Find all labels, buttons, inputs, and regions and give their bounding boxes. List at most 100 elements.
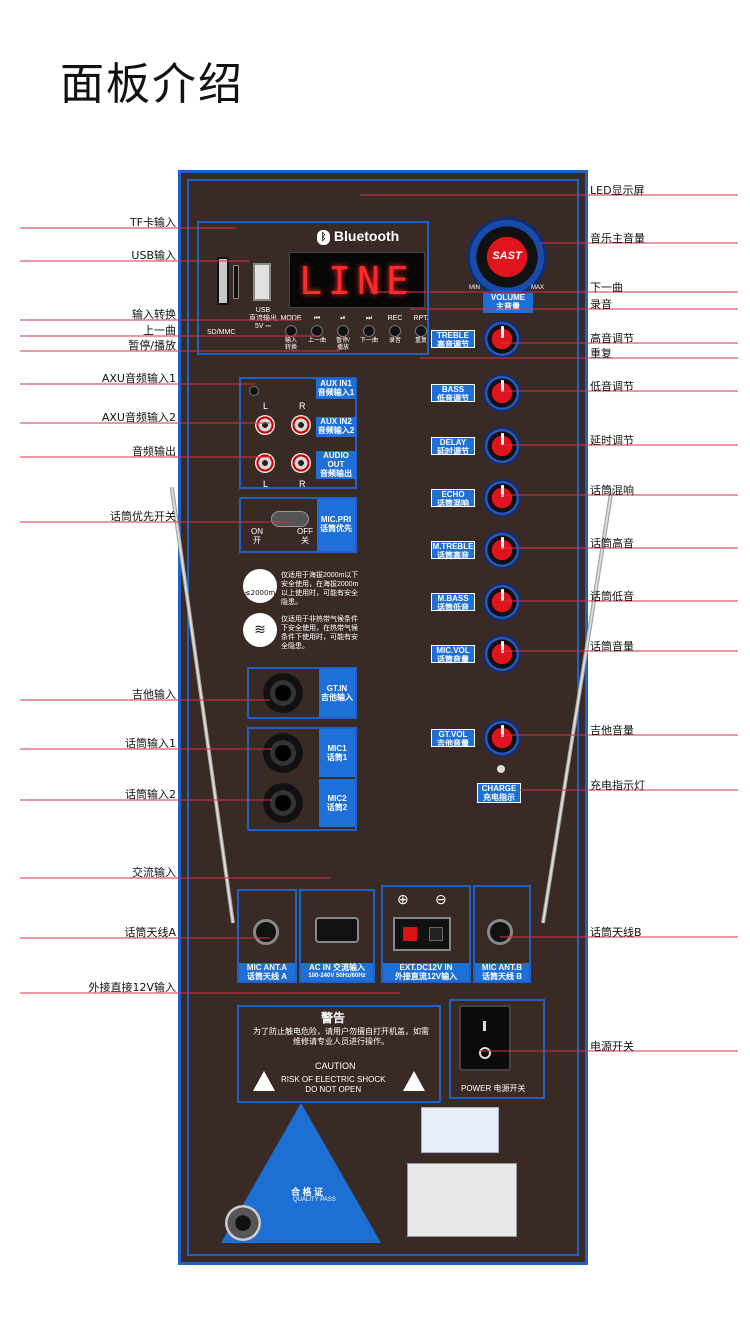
annotation-label-left: 外接直接12V输入 bbox=[88, 981, 176, 994]
annotation-label-right: 充电指示灯 bbox=[590, 779, 645, 792]
brand-logo: SAST bbox=[492, 250, 522, 262]
ext-dc-code: EXT.DC12V IN bbox=[399, 963, 453, 972]
adjust-knob[interactable] bbox=[483, 531, 521, 569]
aux-in2-r-label: R bbox=[299, 401, 306, 411]
bluetooth-icon: ᛒ bbox=[317, 229, 330, 245]
aux-in1-jack[interactable] bbox=[249, 386, 259, 396]
aux-in2-code: AUX IN2 bbox=[320, 417, 352, 426]
mic-ant-a-code: MIC ANT.A bbox=[246, 963, 288, 972]
annotation-label-right: 延时调节 bbox=[590, 434, 634, 447]
annotation-label-left: 话筒输入1 bbox=[125, 737, 176, 750]
mic1-cn: 话筒1 bbox=[326, 753, 348, 762]
player-button[interactable] bbox=[389, 325, 401, 337]
power-switch-module bbox=[449, 999, 545, 1099]
caution-text: RISK OF ELECTRIC SHOCK DO NOT OPEN bbox=[281, 1075, 386, 1094]
ac-in-code: AC IN 交流输入 bbox=[309, 963, 365, 972]
mic-antenna-a-connector[interactable] bbox=[253, 919, 279, 945]
mic-antenna-b-connector[interactable] bbox=[487, 919, 513, 945]
gt-in-cn: 吉他输入 bbox=[321, 693, 353, 702]
annotation-label-right: 话筒高音 bbox=[590, 537, 634, 550]
adjust-knob[interactable] bbox=[483, 635, 521, 673]
adjust-knob[interactable] bbox=[483, 719, 521, 757]
qc-title: 合 格 证 bbox=[291, 1187, 324, 1197]
annotation-label-left: 话筒天线A bbox=[124, 926, 176, 939]
panel-inner-border bbox=[187, 179, 579, 1256]
aux-in1-tag: AUX IN1 音频输入1 bbox=[316, 379, 356, 399]
aux-in2-tag: AUX IN2 音频输入2 bbox=[316, 417, 356, 437]
player-button[interactable] bbox=[415, 325, 427, 337]
annotation-label-right: 重复 bbox=[590, 347, 612, 360]
warning-text: 为了防止触电危险，请用户勿擅自打开机盖，如需维修请专业人员进行操作。 bbox=[253, 1027, 429, 1046]
mic1-input-jack[interactable] bbox=[263, 733, 303, 773]
knob-tag-cn: 高音调节 bbox=[437, 340, 469, 349]
annotation-label-right: 音乐主音量 bbox=[590, 232, 645, 245]
knob-tag-cn: 延时调节 bbox=[437, 447, 469, 456]
mic-pri-off-label: OFF 关 bbox=[297, 527, 313, 545]
annotation-label-left: 上一曲 bbox=[143, 324, 176, 337]
player-button-code: MODE bbox=[280, 315, 302, 322]
ac-input-socket[interactable] bbox=[315, 917, 359, 943]
audio-out-left-jack[interactable] bbox=[255, 453, 275, 473]
adjust-knob[interactable] bbox=[483, 427, 521, 465]
player-button-code: ⏭ bbox=[365, 315, 373, 322]
aux-in2-right-jack[interactable] bbox=[291, 415, 311, 435]
mic-priority-switch[interactable] bbox=[271, 511, 309, 527]
player-button[interactable] bbox=[337, 325, 349, 337]
mic2-tag: MIC2 话筒2 bbox=[319, 779, 355, 827]
positive-clip[interactable] bbox=[403, 927, 417, 941]
knob-tag-cn: 话筒高音 bbox=[437, 551, 469, 560]
power-on-mark bbox=[483, 1021, 486, 1031]
aux-in2-l-label: L bbox=[263, 401, 269, 411]
adjust-knob[interactable] bbox=[483, 583, 521, 621]
main-volume-knob[interactable]: SAST bbox=[467, 217, 547, 297]
power-rocker-switch[interactable] bbox=[459, 1005, 511, 1071]
knob-tag-cn: 吉他音量 bbox=[437, 739, 469, 748]
speaker-cone-graphic bbox=[225, 1205, 261, 1241]
knob-tag-code: MIC.VOL bbox=[436, 646, 470, 655]
mic-ant-b-cn: 话筒天线 B bbox=[482, 972, 522, 981]
aux-in1-code: AUX IN1 bbox=[320, 379, 352, 388]
audio-out-right-jack[interactable] bbox=[291, 453, 311, 473]
aux-in2-left-jack[interactable] bbox=[255, 415, 275, 435]
mic2-code: MIC2 bbox=[327, 794, 347, 803]
annotation-label-right: LED显示屏 bbox=[590, 184, 645, 197]
mic-input-module bbox=[247, 727, 357, 831]
minus-terminal-label: ⊖ bbox=[435, 891, 447, 907]
caution-heading: CAUTION bbox=[315, 1061, 356, 1071]
power-cn: 电源开关 bbox=[493, 1084, 526, 1093]
player-button-code: ⏯ bbox=[340, 315, 346, 322]
tf-card-slot[interactable] bbox=[217, 257, 229, 305]
power-off-mark bbox=[479, 1047, 491, 1059]
ext-dc-module bbox=[381, 885, 471, 983]
annotation-label-right: 吉他音量 bbox=[590, 724, 634, 737]
adjust-knob[interactable] bbox=[483, 374, 521, 412]
altitude-icon: ≤2000m bbox=[243, 569, 277, 603]
usb-label: USB 直流输出 5V ⎓ bbox=[249, 307, 277, 330]
min-label: MIN bbox=[469, 285, 480, 291]
usb-port[interactable] bbox=[253, 263, 271, 301]
annotation-label-right: 话筒混响 bbox=[590, 484, 634, 497]
ext-dc-terminal[interactable] bbox=[393, 917, 451, 951]
player-button-code: ⏮ bbox=[313, 315, 321, 322]
adjust-knob[interactable] bbox=[483, 479, 521, 517]
sd-card-icon bbox=[233, 265, 239, 299]
charge-tag-code: CHARGE bbox=[481, 784, 517, 793]
player-button[interactable] bbox=[363, 325, 375, 337]
guitar-input-jack[interactable] bbox=[263, 673, 303, 713]
knob-tag-code: ECHO bbox=[441, 490, 465, 499]
media-player-module bbox=[197, 221, 429, 355]
adjust-knob[interactable] bbox=[483, 320, 521, 358]
negative-clip[interactable] bbox=[429, 927, 443, 941]
mic2-input-jack[interactable] bbox=[263, 783, 303, 823]
knob-tag-code: TREBLE bbox=[437, 331, 469, 340]
annotation-label-right: 话筒低音 bbox=[590, 590, 634, 603]
quality-pass-triangle: 合 格 证 QUALITY PASS bbox=[221, 1103, 381, 1251]
player-button-name: 下一曲 bbox=[359, 338, 378, 344]
annotation-label-right: 话筒音量 bbox=[590, 640, 634, 653]
audio-out-code: AUDIO OUT bbox=[323, 451, 349, 469]
knob-tag-code: DELAY bbox=[439, 438, 467, 447]
